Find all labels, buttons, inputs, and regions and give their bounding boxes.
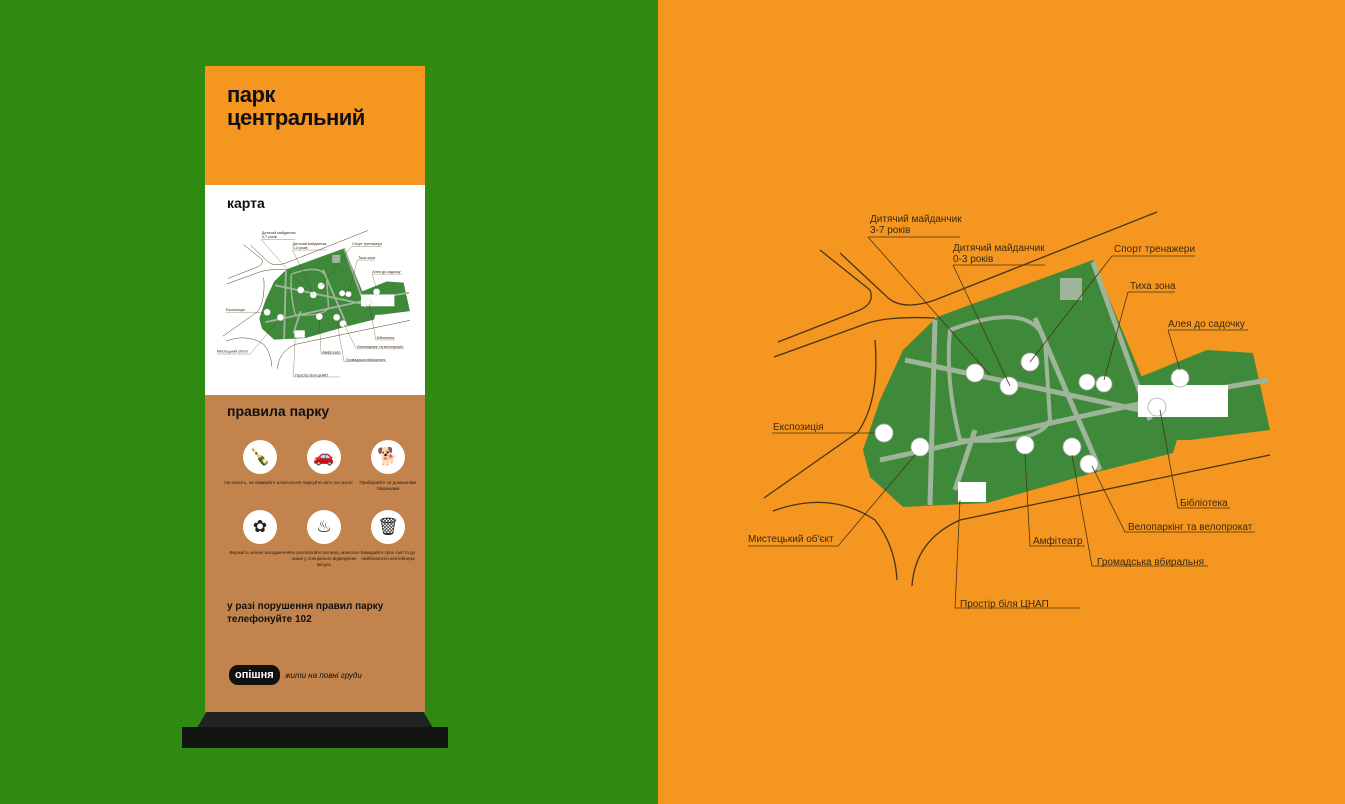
leader-lines (748, 236, 1255, 609)
rule-label: Бережіть зелені насадження (229, 550, 291, 555)
no-car-icon: 🚗 (307, 440, 341, 474)
title-line: парк (227, 82, 275, 107)
rule-item: 🐕 Прибирайте за домашніми тваринами (352, 440, 424, 492)
label-quiet-zone: Тиха зона (1130, 281, 1176, 292)
large-park-map: Дитячий майданчик 3-7 років Дитячий майд… (748, 211, 1271, 610)
label-cnap: Простір біля ЦНАП (960, 598, 1049, 610)
label-playground-3-7-age: 3-7 років (870, 225, 910, 236)
title-line: центральний (227, 105, 365, 130)
cnap-building (958, 482, 986, 502)
label-sport: Спорт тренажери (1114, 244, 1195, 255)
trash-bin-icon: 🗑 (371, 510, 405, 544)
rule-label: Не розпалюйте вогнищ, мангали лише у спе… (289, 550, 359, 567)
small-park-map (215, 229, 411, 379)
label-amphitheatre: Амфітеатр (1033, 535, 1083, 547)
warning-line: телефонуйте 102 (227, 614, 312, 625)
label-playground-0-3-age: 0-3 років (953, 254, 993, 265)
rules-heading: правила парку (227, 403, 330, 419)
violation-warning: у разі порушення правил парку телефонуйт… (227, 600, 417, 626)
rule-label: Викидайте своє сміття до найближчого кон… (360, 550, 416, 561)
stand-base-top (197, 712, 433, 728)
rule-label: Не палить, не вживайте алкоголь (224, 480, 296, 485)
park-sign-stand: парк центральний карта правила парку 🍾 Не… (205, 66, 425, 712)
rule-item: ✿ Бережіть зелені насадження (224, 510, 296, 556)
slogan: жити на повні груди (285, 671, 362, 680)
flower-icon: ✿ (243, 510, 277, 544)
roads (763, 211, 1271, 587)
park-area (863, 260, 1270, 507)
rule-label: Прибирайте за домашніми тваринами (359, 480, 417, 491)
label-playground-0-3: Дитячий майданчик (953, 243, 1045, 254)
label-art-object: Мистецький об'єкт (748, 533, 834, 545)
sign-header: парк центральний (205, 66, 425, 185)
label-alley: Алея до садочку (1168, 319, 1245, 330)
label-toilet: Громадська вбиральня (1097, 556, 1204, 568)
label-exposition: Експозиція (773, 422, 824, 433)
sign-rules-section: правила парку 🍾 Не палить, не вживайте ал… (205, 395, 425, 712)
rule-item: 🗑 Викидайте своє сміття до найближчого ко… (352, 510, 424, 562)
opishnia-logo: опішня (229, 665, 280, 685)
map-heading: карта (227, 195, 265, 211)
label-playground-3-7: Дитячий майданчик (870, 214, 962, 225)
label-library: Бібліотека (1180, 497, 1228, 509)
sport-area (1060, 278, 1082, 300)
warning-line: у разі порушення правил парку (227, 601, 384, 612)
park-title: парк центральний (227, 83, 365, 129)
stand-base (182, 727, 448, 748)
rule-item: 🍾 Не палить, не вживайте алкоголь (224, 440, 296, 486)
map-poi-markers (874, 352, 1190, 474)
grill-icon: ♨ (307, 510, 341, 544)
rule-item: ♨ Не розпалюйте вогнищ, мангали лише у сп… (288, 510, 360, 568)
dog-cleanup-icon: 🐕 (371, 440, 405, 474)
rule-item: 🚗 Не паркуйте авто на газоні (288, 440, 360, 486)
label-bike-parking: Велопаркінг та велопрокат (1128, 522, 1253, 533)
rule-label: Не паркуйте авто на газоні (295, 480, 353, 485)
no-alcohol-icon: 🍾 (243, 440, 277, 474)
